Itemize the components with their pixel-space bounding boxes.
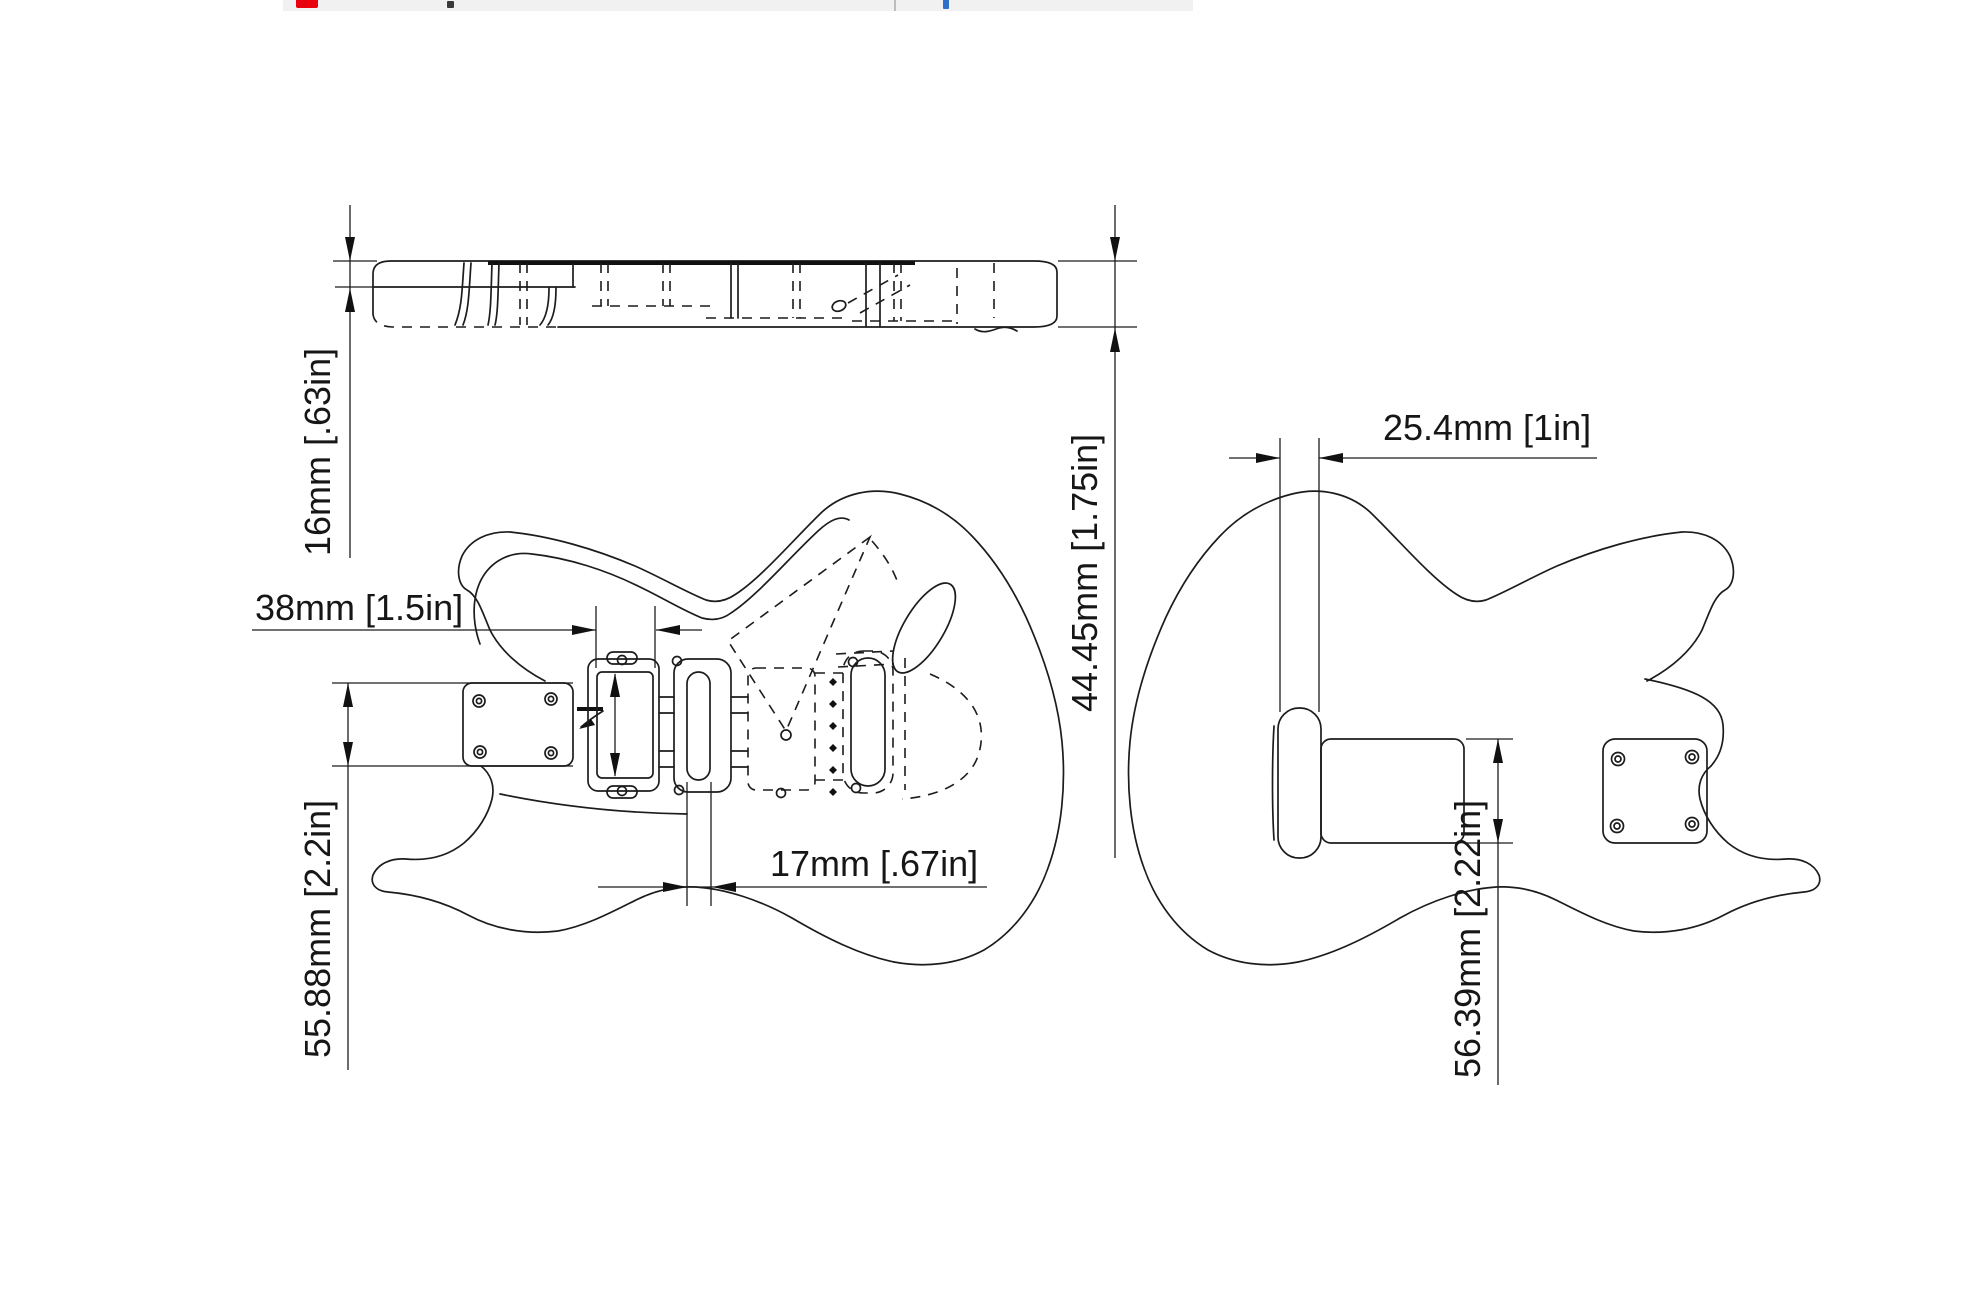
dimension-annotations: 16mm [.63in] 44.45mm [1.75in] 38mm [1.5i…: [252, 205, 1597, 1085]
dim-label-top-edge-thickness: 16mm [.63in]: [297, 348, 338, 556]
bridge-string-holes: [829, 678, 837, 796]
dim-label-single-coil-width: 17mm [.67in]: [770, 843, 978, 884]
dim-label-spring-cavity-height: 56.39mm [2.22in]: [1447, 800, 1488, 1078]
blue-bookmark-icon[interactable]: [943, 0, 949, 9]
trem-block-route-front: [842, 650, 906, 794]
neck-humbucker-route: [587, 651, 660, 799]
spring-cavity: [1320, 738, 1465, 844]
dim-label-neck-pocket-height: 55.88mm [2.2in]: [297, 800, 338, 1058]
dim-label-trem-block-width: 25.4mm [1in]: [1383, 407, 1591, 448]
dim-label-body-thickness: 44.45mm [1.75in]: [1064, 434, 1105, 712]
small-dark-icon[interactable]: [447, 1, 454, 8]
spring-claw-detail: [831, 299, 847, 313]
trem-block-route-back: [1271, 707, 1322, 859]
bridge-humbucker-route: [747, 667, 816, 799]
back-body-outline: [1127, 490, 1821, 966]
back-view: [1127, 490, 1821, 966]
neck-plate: [1602, 738, 1708, 844]
toolbar-divider: [894, 0, 896, 11]
jack-recess-oval: [891, 582, 957, 674]
horn-contour-line: [473, 517, 850, 645]
side-profile-view: [372, 260, 1058, 333]
dim-label-humbucker-width: 38mm [1.5in]: [255, 587, 463, 628]
neck-pocket-screw-holes: [472, 692, 558, 760]
front-body-outline: [371, 490, 1065, 966]
neck-pocket: [462, 682, 574, 767]
middle-single-coil-route: [671, 655, 732, 796]
red-app-icon[interactable]: [296, 0, 318, 8]
front-view: [332, 490, 1065, 966]
toolbar-strip: [283, 0, 1193, 11]
pickguard-hidden-outline: [726, 534, 983, 800]
